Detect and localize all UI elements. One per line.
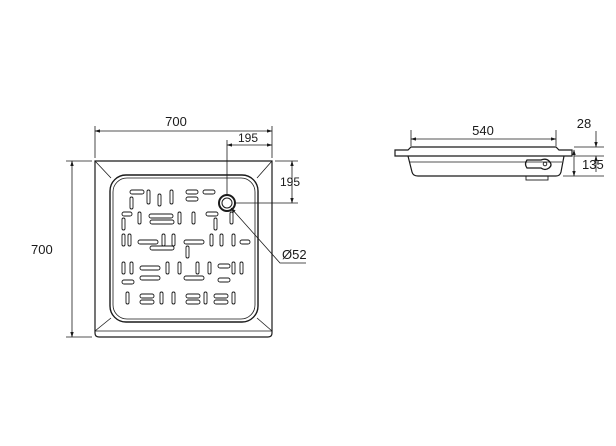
width-label: 700 xyxy=(165,114,187,129)
side-drain xyxy=(524,158,552,171)
anti-slip-pattern xyxy=(121,189,251,305)
anti-slip-slot xyxy=(169,189,174,205)
top-view-labels: 700 700 195 195 Ø52 xyxy=(31,114,307,262)
anti-slip-slot xyxy=(161,233,166,247)
anti-slip-slot xyxy=(231,261,236,275)
anti-slip-slot xyxy=(213,293,229,299)
drain-y-label: 195 xyxy=(280,175,300,189)
anti-slip-slot xyxy=(129,196,134,210)
basin-inner-outline xyxy=(112,177,256,320)
anti-slip-slot xyxy=(207,261,212,275)
anti-slip-slot xyxy=(149,245,175,251)
anti-slip-slot xyxy=(203,291,208,305)
anti-slip-slot xyxy=(121,217,126,231)
side-view-dimensions xyxy=(410,130,604,177)
anti-slip-slot xyxy=(209,233,214,247)
anti-slip-slot xyxy=(127,233,132,247)
anti-slip-slot xyxy=(137,211,142,225)
anti-slip-slot xyxy=(183,239,205,245)
anti-slip-slot xyxy=(171,291,176,305)
anti-slip-slot xyxy=(205,211,219,217)
anti-slip-slot xyxy=(185,196,199,202)
anti-slip-slot xyxy=(185,245,190,259)
anti-slip-slot xyxy=(149,219,175,225)
anti-slip-slot xyxy=(239,261,244,275)
top-view xyxy=(94,160,273,338)
anti-slip-slot xyxy=(137,239,159,245)
tray-outer-outline xyxy=(94,160,273,338)
anti-slip-slot xyxy=(129,261,134,275)
drain-diameter-label: Ø52 xyxy=(282,247,307,262)
height-label: 700 xyxy=(31,242,53,257)
anti-slip-slot xyxy=(139,293,155,299)
anti-slip-slot xyxy=(139,275,161,281)
side-view xyxy=(394,146,573,181)
anti-slip-slot xyxy=(177,261,182,275)
inner-length-label: 540 xyxy=(472,123,494,138)
drain-outer xyxy=(218,194,236,212)
anti-slip-slot xyxy=(185,189,199,195)
anti-slip-slot xyxy=(217,263,231,269)
anti-slip-slot xyxy=(121,279,135,285)
side-height-label: 135 xyxy=(582,157,604,172)
diameter-leader xyxy=(230,207,306,264)
bevel-bl xyxy=(94,317,112,332)
anti-slip-slot xyxy=(219,233,224,247)
bevel-tr xyxy=(256,160,273,179)
bevel-tl xyxy=(94,160,112,179)
anti-slip-slot xyxy=(121,211,133,217)
anti-slip-slot xyxy=(165,261,170,275)
anti-slip-slot xyxy=(129,189,145,195)
anti-slip-slot xyxy=(185,293,201,299)
tray-foot xyxy=(525,175,549,181)
tray-body xyxy=(407,155,565,177)
tray-rim xyxy=(394,146,573,157)
basin-outline xyxy=(109,174,259,323)
anti-slip-slot xyxy=(202,189,216,195)
anti-slip-slot xyxy=(159,291,164,305)
anti-slip-slot xyxy=(146,189,151,205)
side-drain-hole xyxy=(542,161,548,167)
anti-slip-slot xyxy=(171,233,176,247)
anti-slip-slot xyxy=(148,213,174,219)
anti-slip-slot xyxy=(139,265,161,271)
drain-x-label: 195 xyxy=(238,131,258,145)
anti-slip-slot xyxy=(139,299,155,305)
anti-slip-slot xyxy=(231,291,236,305)
anti-slip-slot xyxy=(183,275,205,281)
anti-slip-slot xyxy=(239,239,251,245)
anti-slip-slot xyxy=(185,299,201,305)
anti-slip-slot xyxy=(213,217,218,231)
anti-slip-slot xyxy=(125,291,130,305)
bevel-br xyxy=(256,317,273,332)
anti-slip-slot xyxy=(195,261,200,275)
anti-slip-slot xyxy=(191,211,196,225)
top-view-dimensions xyxy=(66,126,306,338)
anti-slip-slot xyxy=(121,261,126,275)
drain-inner xyxy=(221,197,233,209)
side-view-labels: 540 28 135 xyxy=(472,116,604,172)
anti-slip-slot xyxy=(231,233,236,247)
anti-slip-slot xyxy=(217,277,231,283)
anti-slip-slot xyxy=(157,193,162,207)
anti-slip-slot xyxy=(213,299,229,305)
anti-slip-slot xyxy=(177,211,182,225)
anti-slip-slot xyxy=(229,211,234,225)
rim-label: 28 xyxy=(577,116,591,131)
anti-slip-slot xyxy=(121,233,126,247)
